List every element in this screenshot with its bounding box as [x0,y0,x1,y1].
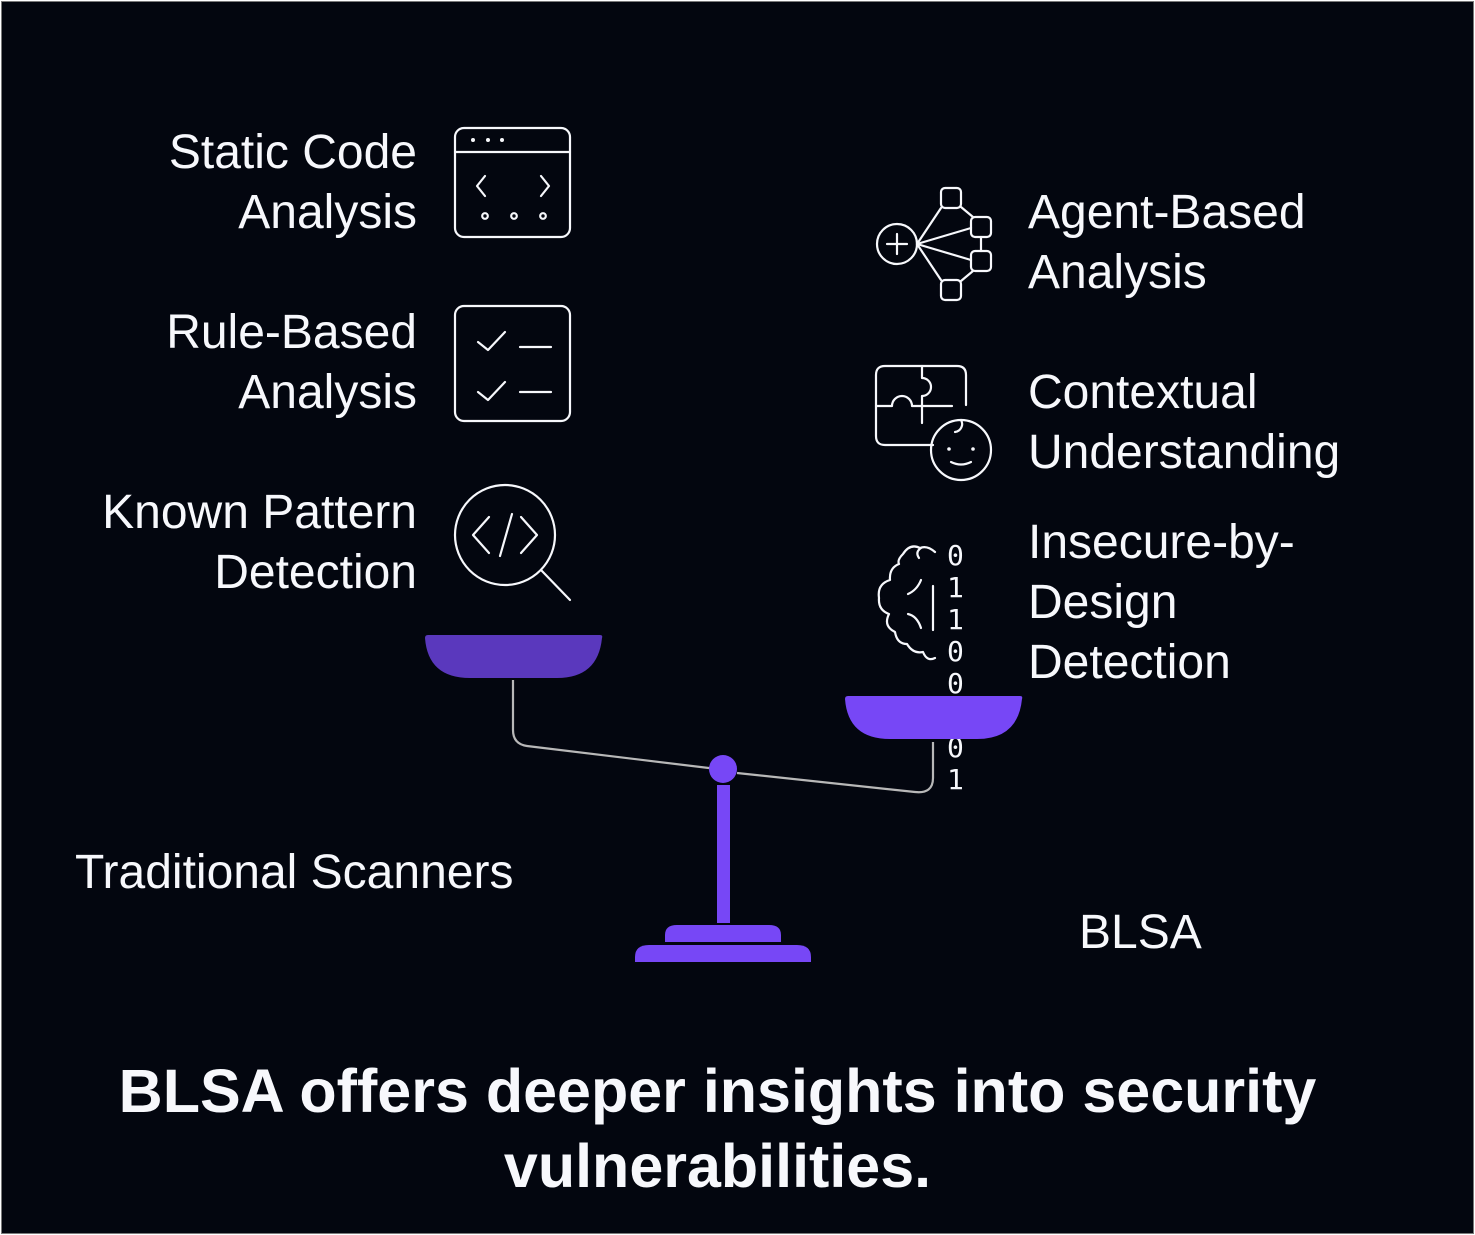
binary-row: 0 1 [947,731,966,796]
label-known-pattern-detection: Known Pattern Detection [102,483,417,603]
binary-row: 1 0 [947,603,966,668]
caption-line: BLSA offers deeper insights into securit… [118,1057,1317,1125]
scale-base-bottom [635,945,811,962]
code-window-icon [453,126,572,239]
label-rule-based-analysis: Rule-Based Analysis [166,303,417,423]
label-line: Agent-Based [1028,186,1306,239]
label-line: Static Code [168,126,417,179]
label-line: Detection [1028,636,1231,689]
scale-pillar [717,785,730,923]
label-line: Analysis [238,366,417,419]
scale-pivot [709,755,737,783]
label-agent-based-analysis: Agent-Based Analysis [1028,183,1306,303]
label-contextual-understanding: Contextual Understanding [1028,363,1340,483]
puzzle-face-icon [874,364,995,483]
label-static-code-analysis: Static Code Analysis [169,123,417,243]
left-pan-string [511,680,718,771]
agent-network-icon [875,186,993,302]
label-line: Insecure-by- [1028,516,1295,569]
code-search-icon [453,483,574,604]
caption: BLSA offers deeper insights into securit… [2,1054,1433,1204]
checklist-icon [453,304,572,423]
caption-line: vulnerabilities. [503,1132,932,1200]
label-line: Detection [214,546,417,599]
scale-base-top [665,925,781,942]
label-line: Design [1028,576,1178,629]
traditional-scanners-title: Traditional Scanners [75,846,514,899]
blsa-title: BLSA [1079,906,1202,959]
right-pan-string [736,742,935,794]
label-line: Known Pattern [102,486,417,539]
label-line: Contextual [1028,366,1258,419]
left-pan [425,635,603,678]
label-line: Rule-Based [166,306,417,359]
right-pan [845,696,1023,739]
label-line: Understanding [1028,426,1341,479]
label-insecure-by-design-detection: Insecure-by- Design Detection [1028,513,1295,693]
label-line: Analysis [1028,246,1207,299]
label-line: Analysis [238,186,417,239]
binary-row: 0 1 [947,539,966,604]
